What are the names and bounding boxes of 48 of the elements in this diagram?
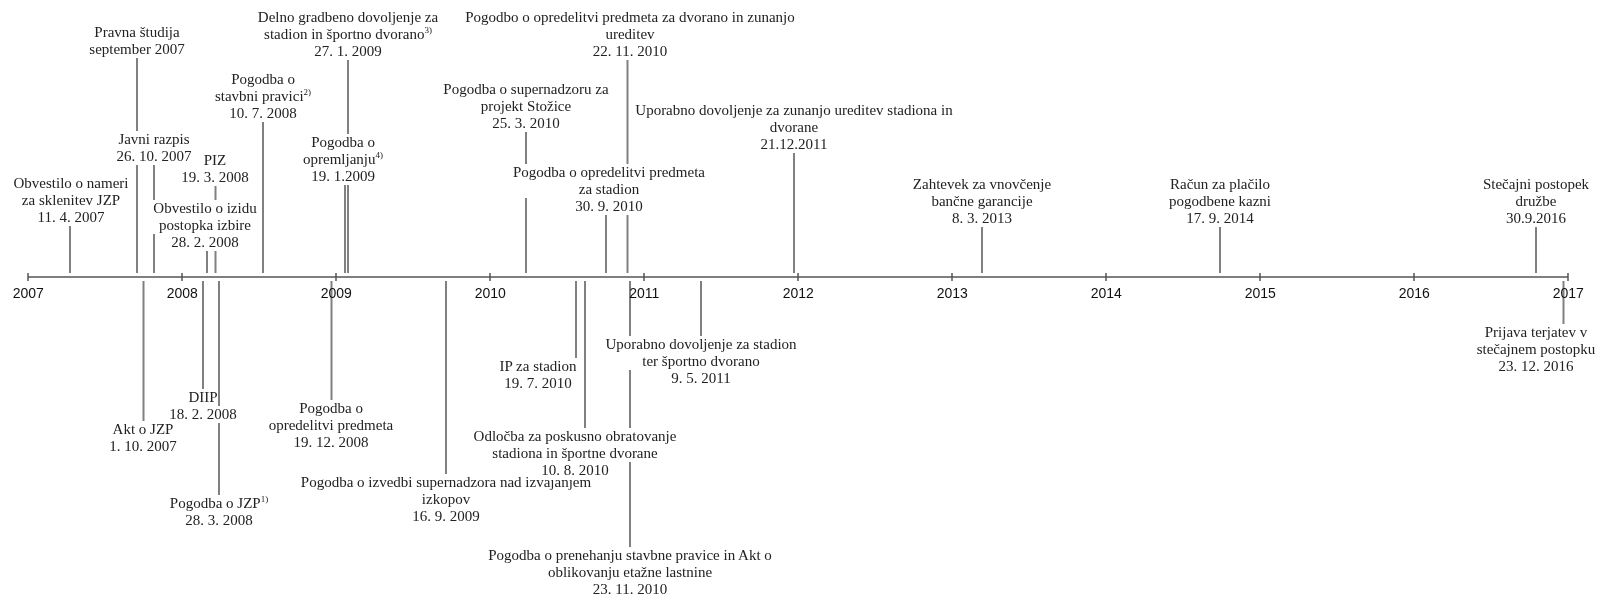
event-date: 19. 1.2009 bbox=[311, 168, 375, 185]
leader-line bbox=[344, 184, 346, 274]
leader-line bbox=[202, 280, 204, 390]
year-label: 2014 bbox=[1090, 285, 1122, 301]
event-description: Pogodba o izvedbi supernadzora nad izvajanjem izkopov bbox=[300, 474, 592, 508]
leader-line bbox=[575, 280, 577, 359]
leader-line bbox=[793, 152, 795, 274]
year-label: 2013 bbox=[936, 285, 968, 301]
leader-line bbox=[218, 280, 220, 496]
event-description: Pogodba o opredelitvi predmeta bbox=[268, 400, 394, 434]
leader-line bbox=[584, 280, 586, 429]
year-label: 2007 bbox=[12, 285, 44, 301]
event-description: Pravna študija bbox=[94, 24, 180, 41]
event-date: 30. 9. 2010 bbox=[575, 198, 643, 215]
leader-line bbox=[142, 280, 145, 422]
year-label: 2017 bbox=[1552, 285, 1584, 301]
leader-line bbox=[69, 225, 71, 274]
leader-line bbox=[330, 280, 333, 401]
event-description: Uporabno dovoljenje za stadion ter športno dvorano bbox=[602, 336, 800, 370]
event-description: Pogodba o JZP$^{1)}$ bbox=[169, 495, 269, 512]
event-description: Pogodba o opremljanju$^{4)}$ bbox=[300, 134, 386, 168]
leader-line bbox=[700, 280, 702, 337]
year-label: 2008 bbox=[166, 285, 198, 301]
leader-line bbox=[1535, 226, 1537, 274]
leader-line bbox=[1562, 280, 1565, 325]
year-label: 2010 bbox=[474, 285, 506, 301]
leader-line bbox=[605, 214, 607, 274]
event-date: 10. 8. 2010 bbox=[541, 462, 609, 479]
year-label: 2011 bbox=[629, 285, 660, 301]
leader-line bbox=[206, 250, 208, 274]
event-date: 28. 2. 2008 bbox=[171, 234, 239, 251]
leader-line bbox=[262, 121, 264, 274]
event-description: Pogodba o stavbni pravici$^{2)}$ bbox=[213, 71, 313, 105]
event-date: 26. 10. 2007 bbox=[116, 148, 192, 165]
leader-line bbox=[1219, 226, 1221, 274]
leader-line bbox=[445, 280, 447, 475]
event-date: 18. 2. 2008 bbox=[169, 406, 237, 423]
event-description: Pogodba o opredelitvi predmeta za stadion bbox=[510, 164, 708, 198]
event-description: Prijava terjatev v stečajnem postopku bbox=[1474, 324, 1598, 358]
leader-line bbox=[981, 226, 983, 274]
year-label: 2016 bbox=[1398, 285, 1430, 301]
event-description: Pogodba o supernadzoru za projekt Stožice bbox=[440, 81, 612, 115]
timeline-axis bbox=[27, 273, 1570, 281]
event-date: september 2007 bbox=[89, 41, 185, 58]
year-label: 2015 bbox=[1244, 285, 1276, 301]
event-description: Javni razpis bbox=[118, 131, 190, 148]
year-label: 2009 bbox=[320, 285, 352, 301]
year-label: 2012 bbox=[782, 285, 814, 301]
